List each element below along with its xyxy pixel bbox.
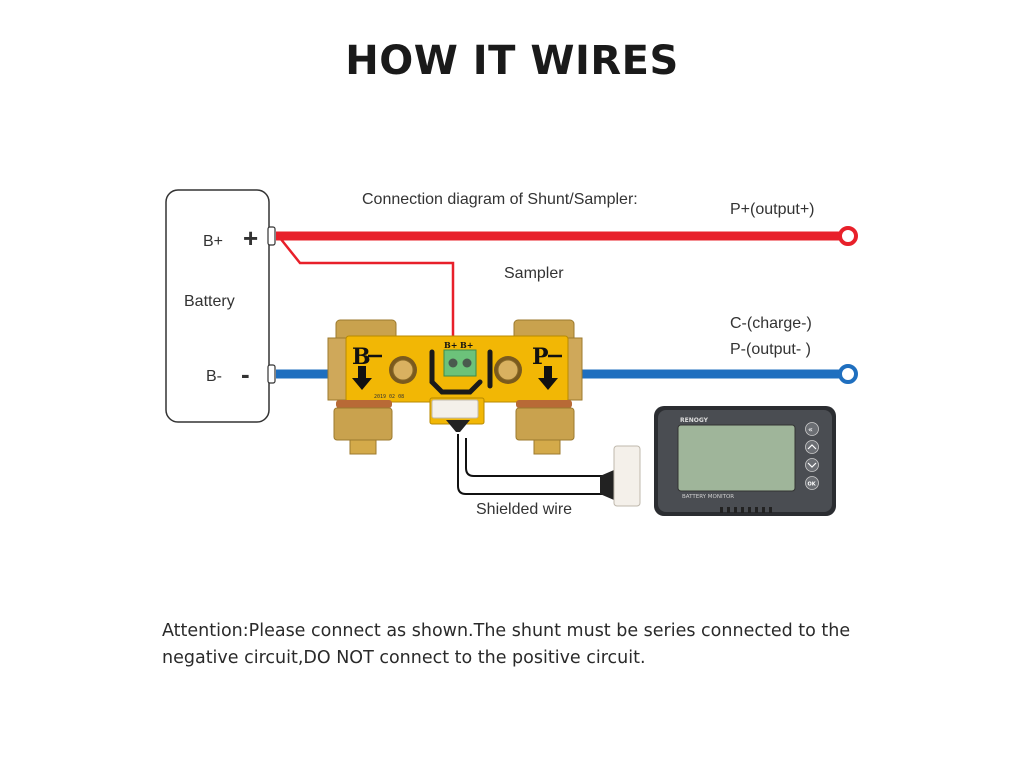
monitor-connector: [613, 445, 641, 507]
output-negative-label: P-(output- ): [730, 341, 811, 358]
monitor-lcd-screen: [677, 424, 796, 492]
shunt-right-stud: [533, 439, 561, 455]
terminal-screw-2: [462, 358, 472, 368]
monitor-wire-boot: [600, 470, 614, 500]
shunt-date-code: 2019 02 08: [374, 394, 404, 400]
shielded-wire: [457, 434, 607, 495]
battery-body: [165, 189, 270, 423]
battery-neg-sign: -: [241, 359, 250, 389]
diagram-heading: Connection diagram of Shunt/Sampler:: [362, 191, 638, 208]
terminal-label-2: B+: [460, 340, 473, 350]
shunt-data-connector: [431, 399, 479, 419]
battery-positive-terminal: [267, 226, 276, 246]
monitor-ok-button[interactable]: [805, 476, 819, 490]
battery-pos-label: B+: [203, 233, 223, 250]
monitor-back-button[interactable]: [805, 422, 819, 436]
monitor-brand: RENOGY: [680, 417, 709, 424]
sampler-label: Sampler: [504, 265, 564, 282]
terminal-screw-1: [448, 358, 458, 368]
shunt-right-bottom-nut: [515, 407, 575, 441]
battery-negative-terminal: [267, 364, 276, 384]
shunt-p-label: P: [532, 344, 549, 370]
positive-output-label: P+(output+): [730, 201, 815, 218]
double-chevron-left-icon: «: [808, 425, 813, 434]
battery-label: Battery: [184, 293, 235, 310]
monitor-model-label: BATTERY MONITOR: [682, 494, 734, 500]
monitor-up-button[interactable]: [805, 440, 819, 454]
shunt-left-arrow-icon: [352, 366, 372, 390]
sampler-sense-wire: [279, 237, 455, 345]
charge-negative-label: C-(charge-): [730, 315, 812, 332]
shunt-left-stud: [349, 439, 377, 455]
shunt-silkscreen-bracket: [429, 349, 483, 395]
battery-neg-label: B-: [206, 368, 222, 385]
terminal-label-1: B+: [444, 340, 457, 350]
shielded-wire-boot: [446, 420, 470, 432]
shunt-right-arrow-icon: [538, 366, 558, 390]
positive-output-terminal: [838, 226, 858, 246]
chevron-up-icon: [807, 444, 817, 450]
negative-output-terminal: [838, 364, 858, 384]
monitor-ok-label: OK: [808, 482, 817, 488]
shunt-right-washer: [516, 400, 572, 408]
shunt-b-label: B: [352, 344, 371, 370]
shunt-left-bolt: [392, 359, 414, 381]
monitor-vent: [720, 507, 772, 513]
shunt-left-washer: [336, 400, 392, 408]
monitor-down-button[interactable]: [805, 458, 819, 472]
shielded-wire-label: Shielded wire: [476, 501, 572, 518]
shunt-right-bolt: [497, 359, 519, 381]
battery-monitor: RENOGY BATTERY MONITOR « OK: [654, 406, 836, 516]
attention-note: Attention:Please connect as shown.The sh…: [162, 621, 851, 668]
page-title: HOW IT WIRES: [345, 38, 679, 84]
shunt: B P 2019 02 08 B+ B+: [327, 319, 583, 455]
chevron-down-icon: [807, 462, 817, 468]
shunt-left-bottom-nut: [333, 407, 393, 441]
battery-pos-sign: +: [243, 223, 258, 253]
